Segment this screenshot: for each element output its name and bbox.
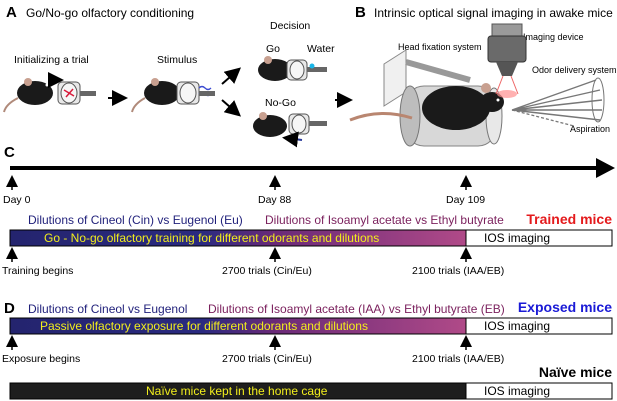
exposed-trials2-label: 2100 trials (IAA/EB) xyxy=(412,353,504,365)
exposed-group-label: Exposed mice xyxy=(518,299,612,315)
mouse-tail-icon xyxy=(349,111,413,122)
ios-bar-trained xyxy=(465,229,613,247)
panel-naive: Naïve mice Naïve mice kept in the home c… xyxy=(9,364,613,400)
training-bar-text: Go - No-go olfactory training for differ… xyxy=(44,231,379,245)
exposure-begins-label: Exposure begins xyxy=(2,353,80,365)
ios-label-trained: IOS imaging xyxy=(484,231,550,245)
training-begins-label: Training begins xyxy=(2,265,73,277)
go-arrow-icon xyxy=(221,67,242,85)
mouse-icon xyxy=(3,78,53,113)
water-label: Water xyxy=(307,43,335,55)
mouse-icon xyxy=(258,56,292,81)
trained-trials2-label: 2100 trials (IAA/EB) xyxy=(412,265,504,277)
trained-dilutions-right: Dilutions of Isoamyl acetate vs Ethyl bu… xyxy=(265,213,504,227)
withdraw-arrow-icon xyxy=(282,131,303,148)
nogo-label: No-Go xyxy=(265,97,296,109)
water-drop-icon xyxy=(309,63,315,69)
head-fixation-icon xyxy=(383,49,471,107)
naive-group-label: Naïve mice xyxy=(539,364,612,380)
day109-label: Day 109 xyxy=(446,194,485,206)
odor-delivery-label: Odor delivery system xyxy=(532,65,617,75)
trained-dilutions-left: Dilutions of Cineol (Cin) vs Eugenol (Eu… xyxy=(28,213,243,227)
mouse-icon xyxy=(253,112,287,137)
trained-group-label: Trained mice xyxy=(526,211,612,227)
initializing-label: Initializing a trial xyxy=(14,54,89,66)
imaging-device-icon xyxy=(487,23,527,98)
panel-a-letter: A xyxy=(6,4,17,21)
panel-d-letter: D xyxy=(4,300,15,317)
panel-c-letter: C xyxy=(4,144,15,161)
imaging-device-label: Imaging device xyxy=(523,32,584,42)
panel-b: B Intrinsic optical signal imaging in aw… xyxy=(349,4,617,147)
timeline-axis xyxy=(10,158,615,178)
mouse-icon xyxy=(131,78,180,113)
odor-port-icon xyxy=(176,81,215,105)
decision-label: Decision xyxy=(270,20,310,32)
ios-label-exposed: IOS imaging xyxy=(484,319,550,333)
naive-bar-text: Naïve mice kept in the home cage xyxy=(146,384,328,398)
head-fixation-label: Head fixation system xyxy=(398,42,482,52)
panel-d: D Dilutions of Cineol vs Eugenol Dilutio… xyxy=(2,299,613,365)
ios-bar-naive xyxy=(465,382,613,400)
panel-a: A Go/No-go olfactory conditioning Initia… xyxy=(3,4,353,148)
ios-label-naive: IOS imaging xyxy=(484,384,550,398)
ios-bar-exposed xyxy=(465,317,613,335)
stimulus-label: Stimulus xyxy=(157,54,197,66)
exposed-dilutions-right: Dilutions of Isoamyl acetate (IAA) vs Et… xyxy=(208,302,505,316)
odor-port-icon xyxy=(57,81,96,105)
panel-a-title: Go/No-go olfactory conditioning xyxy=(26,6,194,20)
go-label: Go xyxy=(266,43,280,55)
panel-b-letter: B xyxy=(355,4,366,21)
day0-label: Day 0 xyxy=(3,194,31,206)
nogo-arrow-icon xyxy=(221,99,242,117)
exposed-trials1-label: 2700 trials (Cin/Eu) xyxy=(222,353,312,365)
trained-trials1-label: 2700 trials (Cin/Eu) xyxy=(222,265,312,277)
panel-b-title: Intrinsic optical signal imaging in awak… xyxy=(374,6,613,20)
mouse-icon xyxy=(422,83,504,130)
odor-delivery-icon xyxy=(511,77,605,127)
odor-port-icon xyxy=(286,59,327,81)
day88-label: Day 88 xyxy=(258,194,291,206)
aspiration-label: Aspiration xyxy=(570,124,610,134)
exposed-dilutions-left: Dilutions of Cineol vs Eugenol xyxy=(28,302,187,316)
panel-c: C Day 0 Day 88 Day 109 Dilutions of Cine… xyxy=(2,144,615,277)
exposure-bar-text: Passive olfactory exposure for different… xyxy=(40,319,368,333)
odor-port-icon xyxy=(288,113,327,135)
